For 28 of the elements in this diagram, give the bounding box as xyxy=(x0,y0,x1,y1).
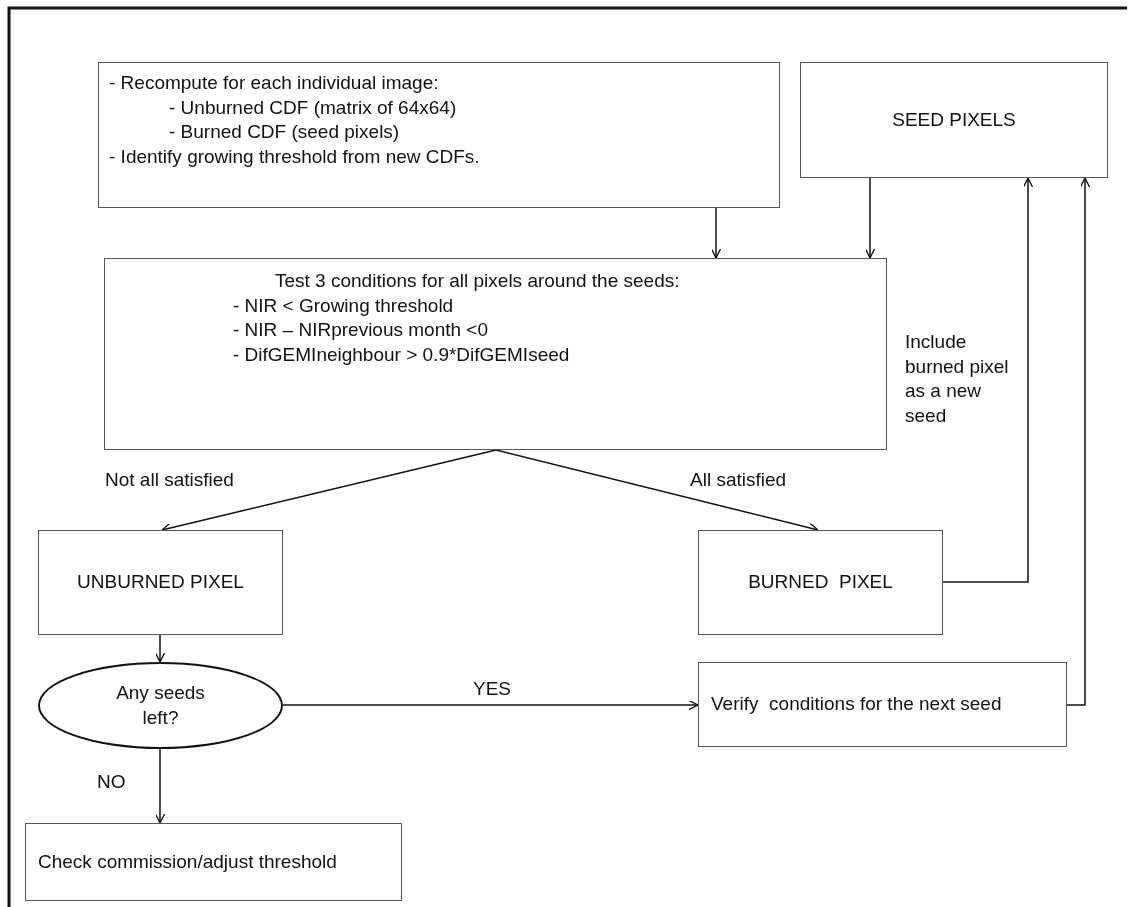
node-text: - NIR – NIRprevious month <0 xyxy=(232,318,489,343)
arrow xyxy=(154,748,166,824)
node-text: Check commission/adjust threshold xyxy=(38,849,338,874)
process-box xyxy=(698,530,943,635)
process-box xyxy=(104,258,887,450)
node-text: - Burned CDF (seed pixels) xyxy=(168,120,401,145)
arrow xyxy=(1066,177,1091,706)
arrow xyxy=(154,634,166,663)
node-text: - Recompute for each individual image: xyxy=(109,71,440,95)
process-box xyxy=(698,662,1067,747)
arrow xyxy=(282,699,699,711)
node-text: Test 3 conditions for all pixels around the seeds: xyxy=(274,269,681,293)
process-box xyxy=(800,62,1108,178)
node-text: SEED PIXELS xyxy=(891,107,1017,132)
node-text: - NIR < Growing threshold xyxy=(232,293,455,318)
process-box xyxy=(38,530,283,635)
node-text: - Unburned CDF (matrix of 64x64) xyxy=(168,95,458,120)
process-box xyxy=(25,823,402,901)
node-text: BURNED PIXEL xyxy=(747,570,894,595)
node-text: - DifGEMIneighbour > 0.9*DifGEMIseed xyxy=(232,343,571,368)
node-text: - Identify growing threshold from new CDFs. xyxy=(109,145,481,170)
process-box xyxy=(98,62,780,208)
node-text: Any seeds left? xyxy=(115,680,206,730)
arrow xyxy=(864,177,876,259)
node-text: Verify conditions for the next seed xyxy=(711,692,1003,717)
node-text: UNBURNED PIXEL xyxy=(76,570,245,595)
arrow xyxy=(710,207,722,259)
arrow xyxy=(942,177,1034,583)
